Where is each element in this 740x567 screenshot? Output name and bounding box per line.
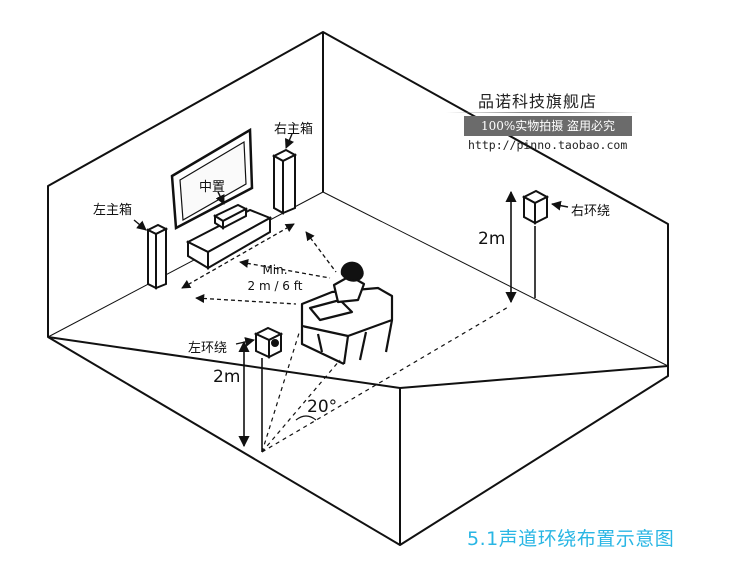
label-front-left: 左主箱 bbox=[93, 203, 133, 218]
label-surround-left: 左环绕 bbox=[188, 341, 228, 356]
diagram-caption: 5.1声道环绕布置示意图 bbox=[467, 528, 675, 550]
tv bbox=[170, 127, 254, 230]
listener-chair bbox=[300, 261, 394, 365]
store-banner: 100%实物拍摄 盗用必究 bbox=[464, 116, 632, 136]
room-walls bbox=[47, 31, 669, 546]
store-name: 品诺科技旗舰店 bbox=[478, 92, 598, 111]
store-url: http://pinno.taobao.com bbox=[468, 138, 628, 152]
left-surround-speaker bbox=[253, 326, 284, 359]
label-front-right: 右主箱 bbox=[274, 122, 314, 137]
label-angle: 20° bbox=[307, 397, 338, 417]
front-right-speaker bbox=[271, 148, 298, 215]
leader-arrows bbox=[133, 133, 569, 347]
label-height-left: 2m bbox=[213, 367, 241, 387]
floor-guides bbox=[261, 305, 511, 453]
angle-arc bbox=[295, 415, 317, 421]
store-divider bbox=[446, 112, 640, 113]
label-height-right: 2m bbox=[478, 229, 506, 249]
distance-arrows bbox=[181, 223, 337, 305]
label-min-line1: Min. bbox=[262, 263, 288, 277]
label-center: 中置 bbox=[199, 180, 226, 195]
label-min-line2: 2 m / 6 ft bbox=[247, 279, 303, 293]
height-arrows bbox=[238, 190, 536, 452]
label-surround-right: 右环绕 bbox=[571, 204, 611, 219]
right-surround-speaker bbox=[521, 189, 550, 225]
label-min-distance: Min. 2 m / 6 ft bbox=[240, 262, 310, 294]
front-left-speaker bbox=[145, 223, 169, 290]
